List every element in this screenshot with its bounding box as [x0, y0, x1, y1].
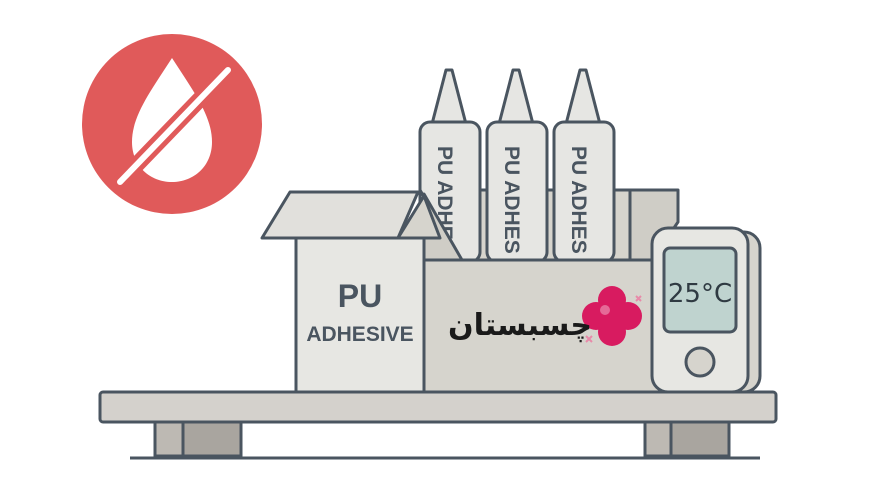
adhesive-tube-3: PU ADHES [552, 68, 616, 264]
tube-label: PU ADHES [500, 146, 523, 254]
box-label-line2: ADHESIVE [306, 323, 413, 346]
thermometer: 25°C [650, 226, 762, 394]
cross-logo-icon [582, 286, 642, 346]
box-label-line1: PU [338, 278, 382, 314]
adhesive-tube-2: PU ADHES [485, 68, 549, 264]
brand-name: چسبستان [447, 308, 593, 343]
small-box: PU ADHESIVE [260, 190, 442, 394]
tube-label: PU ADHES [567, 146, 590, 254]
temperature-readout: 25°C [668, 279, 732, 309]
no-water-icon [82, 34, 262, 214]
shelf [98, 390, 778, 460]
